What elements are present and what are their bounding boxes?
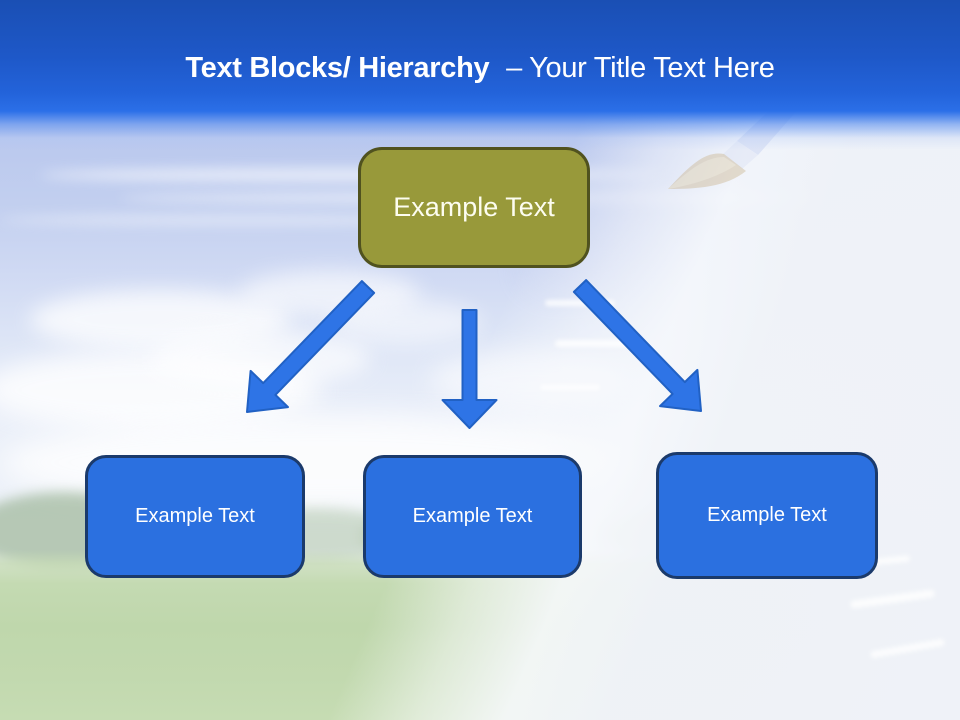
- child-text-block-2-label: Example Text: [412, 505, 533, 527]
- slide-title-bold: Text Blocks/ Hierarchy: [185, 52, 490, 84]
- child-text-block-1: Example Text: [85, 455, 305, 578]
- child-text-block-2: Example Text: [363, 455, 582, 578]
- root-text-block-label: Example Text: [393, 192, 555, 222]
- root-text-block: Example Text: [358, 147, 590, 268]
- child-text-block-1-label: Example Text: [135, 505, 255, 527]
- slide-title-regular: – Your Title Text Here: [506, 52, 775, 84]
- paint-streak: [540, 385, 600, 390]
- paint-streak: [555, 340, 645, 347]
- child-text-block-3-label: Example Text: [707, 504, 827, 526]
- child-text-block-3: Example Text: [656, 452, 878, 579]
- slide-header: Text Blocks/ Hierarchy – Your Title Text…: [0, 0, 960, 150]
- slide-title: Text Blocks/ Hierarchy – Your Title Text…: [0, 52, 960, 85]
